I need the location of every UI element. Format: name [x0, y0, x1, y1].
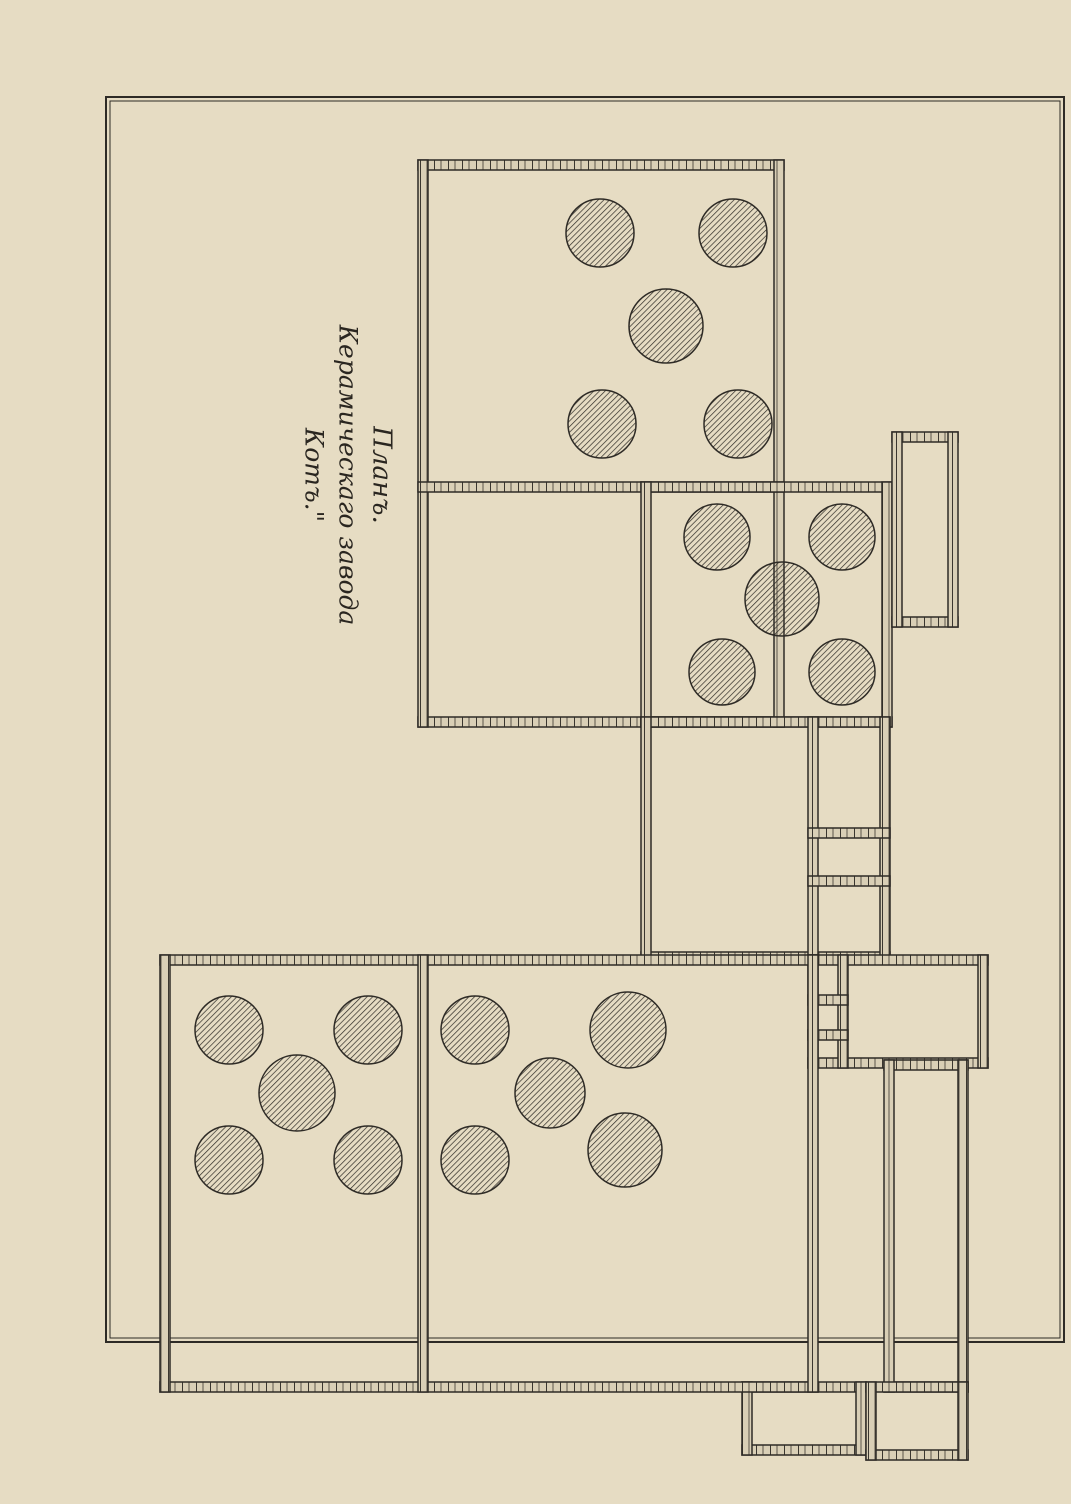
passage-wall-top [883, 1059, 969, 1071]
corridor-inner-wall [807, 716, 819, 963]
bottom-room-2-wall-right [957, 1381, 969, 1461]
plan-subtitle-line-1: Керамическаго завода [333, 324, 363, 626]
bottom-room-2-wall-left [865, 1381, 877, 1461]
kiln-circle [333, 995, 403, 1065]
kiln-circle [258, 1054, 336, 1132]
kiln-circle [194, 995, 264, 1065]
narrow-room-wall-right [947, 431, 959, 628]
kiln-circle [333, 1125, 403, 1195]
lower-hall-wall-bottom [159, 1381, 819, 1393]
upper-hall-wall-right [773, 159, 785, 728]
middle-room-wall-top [640, 481, 893, 493]
lower-hall-wall-right [807, 954, 819, 1393]
kiln-circle [703, 389, 773, 459]
outer-frame-inner [109, 100, 1061, 1339]
corridor-wall-top [640, 716, 891, 728]
bottom-room-1-wall-left [741, 1381, 753, 1456]
kiln-circle [744, 561, 820, 637]
lower-hall-wall-left [159, 954, 171, 1393]
bottom-room-1-wall-bottom [741, 1444, 867, 1456]
plan-title-line: Планъ. [366, 426, 397, 524]
bottom-room-2-wall-bottom [865, 1449, 969, 1461]
side-room-wall-top [807, 954, 989, 966]
corridor-wall-right [879, 716, 891, 963]
kiln-circle [698, 198, 768, 268]
upper-hall-wall-left [417, 159, 429, 728]
corridor-cross-2 [807, 875, 891, 887]
kiln-circle [440, 995, 510, 1065]
side-room-divider [837, 954, 849, 1069]
kiln-circle [683, 503, 751, 571]
kiln-circle [440, 1125, 510, 1195]
lower-hall-divider [417, 954, 429, 1393]
kiln-circle [808, 638, 876, 706]
plan-title: Планъ. Керамическаго завода Котъ." [299, 250, 397, 700]
corridor-cross-1 [807, 827, 891, 839]
lower-hall-wall-top [159, 954, 819, 966]
corridor-wall-left [640, 716, 652, 963]
upper-hall-wall-top [417, 159, 785, 171]
bottom-room-1-wall-right [855, 1381, 867, 1456]
narrow-room-wall-left [891, 431, 903, 628]
kiln-circle [514, 1057, 586, 1129]
middle-room-wall-right [881, 481, 893, 728]
plan-subtitle-line-2: Котъ." [299, 427, 329, 523]
kiln-circle [628, 288, 704, 364]
kiln-circle [688, 638, 756, 706]
kiln-circle [808, 503, 876, 571]
kiln-circle [567, 389, 637, 459]
kiln-circle [194, 1125, 264, 1195]
side-room-wall-right [977, 954, 989, 1069]
kiln-circle [587, 1112, 663, 1188]
passage-wall-right [957, 1059, 969, 1393]
walls [159, 159, 989, 1461]
kiln-circle [589, 991, 667, 1069]
outer-frame [105, 96, 1065, 1343]
kiln-circle [565, 198, 635, 268]
passage-wall-left [883, 1059, 895, 1393]
kilns [194, 198, 876, 1195]
bottom-room-2-wall-top [865, 1381, 969, 1393]
middle-room-wall-left [640, 481, 652, 728]
